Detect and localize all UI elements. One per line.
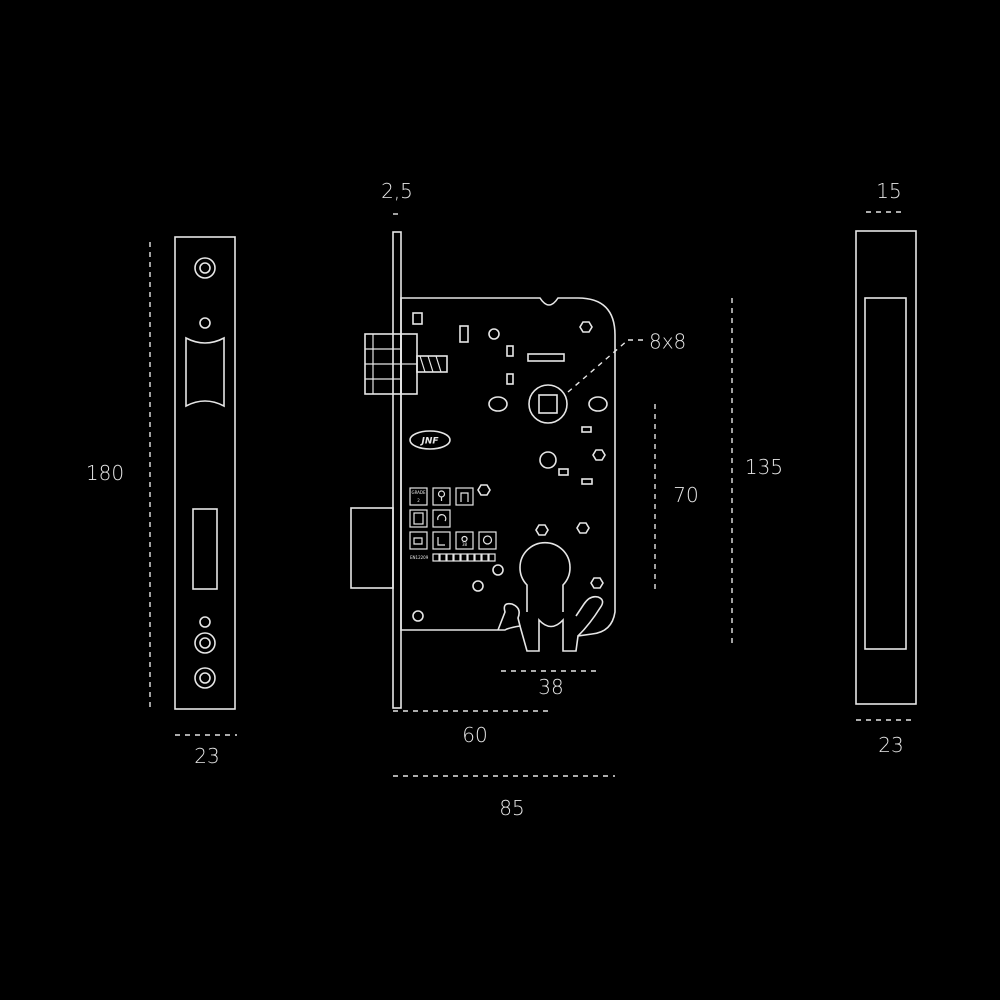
lock-body-side-view: JNF GRADE 2 38 EN12209 — [350, 231, 616, 709]
latch-spring — [419, 355, 442, 373]
grade-icon — [409, 487, 428, 506]
cylinder-cam-right — [575, 595, 604, 637]
dim-faceplate-width: 23 — [194, 744, 219, 768]
oval-hole-left — [488, 396, 508, 412]
case-slot-b — [459, 325, 469, 343]
hex-rivet-b — [592, 449, 606, 461]
dim-faceplate-height: 180 — [86, 461, 124, 485]
bottom-screw-hole — [194, 667, 216, 689]
mid-screw-hole — [194, 632, 216, 654]
oval-hole-right — [588, 396, 608, 412]
hex-rivet-a — [579, 321, 593, 333]
standard-text: EN12209 — [410, 555, 429, 560]
cylinder-cam-left — [497, 602, 521, 631]
attack-icon — [409, 531, 428, 550]
dim-backset: 60 — [462, 723, 487, 747]
dim-strike-depth: 15 — [876, 179, 901, 203]
dim-faceplate-thickness: 2,5 — [381, 179, 413, 203]
hex-rivet-c — [477, 484, 491, 496]
top-screw-hole — [194, 257, 216, 279]
faceplate-edge — [392, 231, 402, 709]
euro-cylinder-cutout — [519, 541, 571, 612]
strike-plate-outline — [855, 230, 917, 705]
small-hole-lower — [199, 616, 211, 628]
spindle-square — [538, 394, 558, 414]
dim-cylinder-offset: 38 — [538, 675, 563, 699]
case-slot-a — [412, 312, 423, 325]
faceplate-outline — [174, 236, 236, 710]
fire-door-icon — [409, 509, 428, 528]
latch-spring-housing — [416, 355, 448, 373]
deadbolt — [350, 507, 394, 589]
svg-text:GRADE: GRADE — [411, 490, 426, 495]
small-hole-upper — [199, 317, 211, 329]
corrosion-icon — [478, 531, 497, 550]
rivet-e — [412, 610, 424, 622]
brand-logo — [409, 430, 451, 450]
certification-icons: GRADE 2 38 EN12209 — [409, 487, 497, 562]
rivet-d — [472, 580, 484, 592]
strike-opening — [864, 297, 907, 650]
brand-logo-text: JNF — [419, 437, 439, 447]
classification-code-boxes — [432, 553, 496, 562]
latch-opening — [185, 336, 225, 408]
cycle-icon — [432, 509, 451, 528]
hand-icon — [432, 531, 451, 550]
keyhole-icon — [432, 487, 451, 506]
follower-hub — [528, 384, 568, 424]
hex-rivet-f — [590, 577, 604, 589]
leader-spindle — [567, 339, 629, 393]
hex-rivet-e — [576, 522, 590, 534]
hex-rivet-d — [535, 524, 549, 536]
dim-strike-width: 23 — [878, 733, 903, 757]
rivet-c — [492, 564, 504, 576]
dim-body-depth: 85 — [499, 796, 524, 820]
strike-plate-view — [855, 230, 917, 705]
dim-spindle-square: 8x8 — [649, 330, 686, 354]
rivet-a — [488, 328, 500, 340]
backset-icon — [455, 531, 474, 550]
dim-center-distance: 70 — [673, 483, 698, 507]
svg-text:2: 2 — [417, 498, 420, 503]
spring-bar — [527, 353, 565, 362]
deadbolt-opening — [192, 508, 218, 590]
door-icon — [455, 487, 474, 506]
svg-text:38: 38 — [462, 542, 468, 547]
dim-body-height: 135 — [745, 455, 783, 479]
lock-case-outline — [400, 297, 616, 652]
rivet-b — [539, 451, 557, 469]
faceplate-front-view — [174, 236, 236, 710]
